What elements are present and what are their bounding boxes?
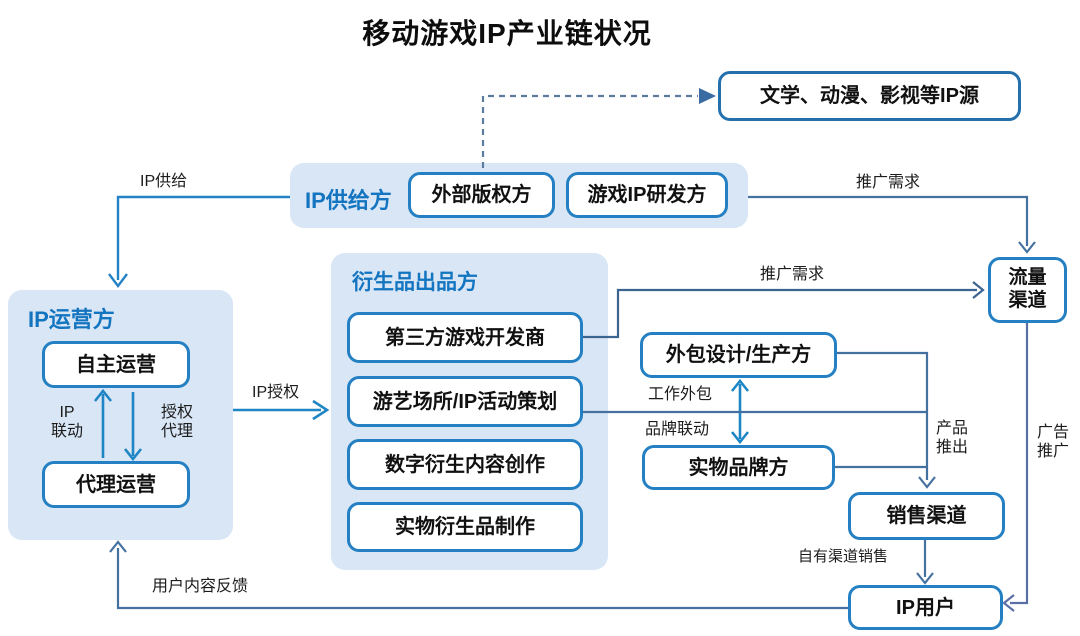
node-game-ip-dev: 游戏IP研发方	[566, 172, 728, 218]
diagram-title: 移动游戏IP产业链状况	[362, 18, 652, 49]
wire-product-rail	[837, 351, 929, 480]
arrowhead-promo-mid	[972, 281, 985, 299]
label-product-launch-line2: 推出	[935, 438, 968, 456]
node-third-party-dev: 第三方游戏开发商	[347, 312, 583, 363]
arrowhead-ip-source	[699, 88, 716, 104]
label-work-outsource: 工作外包	[648, 386, 713, 403]
arrowhead-work-outsource	[730, 378, 750, 392]
label-promo-demand-top: 推广需求	[856, 174, 921, 191]
label-ip-linkage-line1: IP	[59, 404, 75, 421]
node-ip-user: IP用户	[848, 585, 1003, 630]
label-license-agent-line2: 代理	[160, 422, 193, 440]
label-own-channel-sales: 自有渠道销售	[798, 548, 889, 565]
label-ip-license: IP授权	[252, 384, 300, 401]
group-label-ip-operator: IP运营方	[28, 307, 115, 332]
arrowhead-product-launch	[918, 476, 936, 489]
node-ip-source: 文学、动漫、影视等IP源	[718, 71, 1021, 121]
node-sales-channel: 销售渠道	[848, 492, 1005, 540]
label-ad-promo: 广告 推广	[1033, 424, 1073, 462]
node-physical-brand: 实物品牌方	[642, 445, 835, 490]
label-ad-promo-line2: 推广	[1036, 442, 1069, 460]
traffic-channel-line2: 渠道	[1008, 290, 1047, 311]
group-label-ip-supply: IP供给方	[305, 188, 392, 213]
arrowhead-brand-linkage	[730, 431, 750, 445]
label-product-launch-line1: 产品	[935, 420, 968, 437]
label-ip-linkage: IP 联动	[42, 404, 92, 442]
node-traffic-channel: 流量 渠道	[988, 257, 1067, 323]
node-outsource-design: 外包设计/生产方	[640, 332, 837, 378]
label-product-launch: 产品 推出	[932, 420, 972, 458]
arrowhead-own-channel	[916, 572, 934, 585]
node-arcade-ip-event: 游艺场所/IP活动策划	[347, 376, 583, 427]
wire-to-ip-source	[481, 94, 698, 168]
wire-promo-top	[748, 195, 1029, 246]
traffic-channel-line1: 流量	[1008, 267, 1047, 289]
node-physical-merch: 实物衍生品制作	[347, 502, 583, 552]
label-ad-promo-line1: 广告	[1036, 424, 1069, 441]
node-digital-content: 数字衍生内容创作	[347, 439, 583, 490]
node-external-copyright: 外部版权方	[408, 172, 555, 218]
node-self-operation: 自主运营	[42, 341, 190, 388]
arrowhead-ip-license	[312, 399, 330, 421]
wire-ad-promo	[1010, 323, 1029, 605]
arrowhead-ad-promo	[1002, 594, 1015, 612]
label-license-agent-line1: 授权	[160, 404, 193, 421]
label-ip-supply: IP供给	[140, 173, 188, 190]
label-promo-demand-mid: 推广需求	[760, 266, 825, 283]
arrowhead-user-feedback	[109, 540, 127, 553]
label-brand-linkage: 品牌联动	[645, 421, 710, 438]
wire-ip-supply	[116, 195, 290, 280]
label-license-agent: 授权 代理	[152, 404, 202, 442]
group-label-derivative: 衍生品出品方	[352, 271, 478, 294]
arrowhead-promo-top	[1018, 241, 1036, 254]
wire-promo-mid	[583, 288, 977, 339]
label-ip-linkage-line2: 联动	[50, 422, 83, 440]
arrowhead-ip-supply	[108, 273, 128, 288]
node-agent-operation: 代理运营	[42, 461, 190, 508]
label-user-feedback: 用户内容反馈	[152, 578, 249, 595]
